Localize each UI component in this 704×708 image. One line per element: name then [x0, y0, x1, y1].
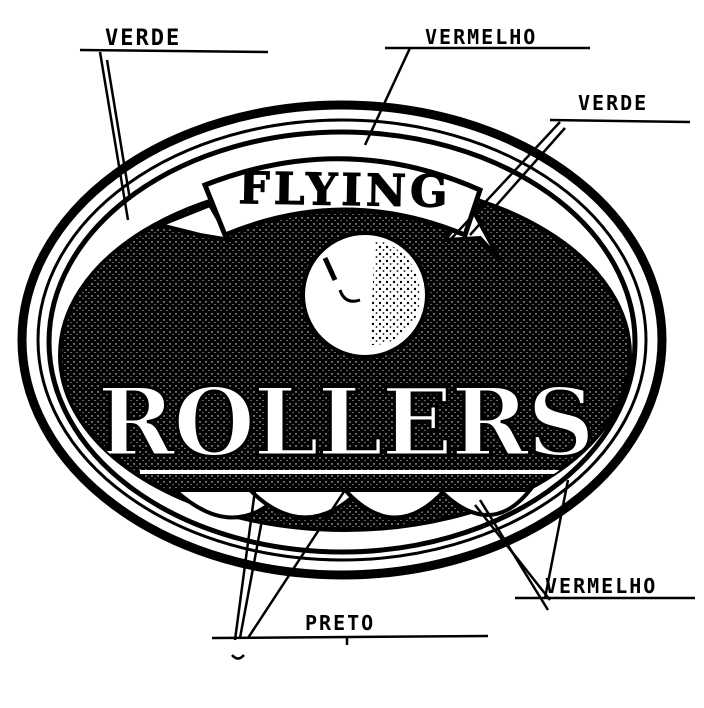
- callout-lines: [79, 46, 695, 660]
- callout-preto: PRETO: [305, 611, 375, 635]
- pool-ball-icon: [301, 231, 429, 359]
- callout-verde-left: VERDE: [105, 26, 181, 51]
- logo-top-word: FLYING: [238, 163, 452, 218]
- logo-main-word-group: ROLLERS: [96, 367, 597, 480]
- callout-verde-right: VERDE: [578, 91, 648, 115]
- callout-vermelho-top: VERMELHO: [425, 25, 537, 49]
- logo-main-word: ROLLERS: [97, 368, 593, 478]
- callout-vermelho-bottom: VERMELHO: [545, 574, 657, 598]
